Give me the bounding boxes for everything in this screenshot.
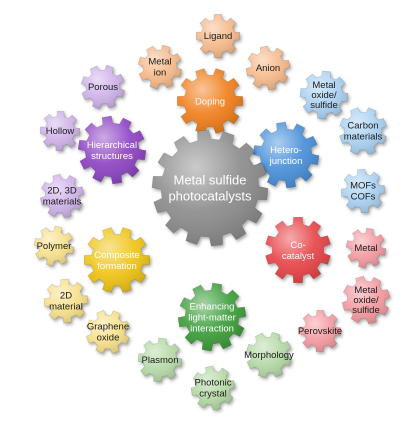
sub-gear-label: crystal (199, 389, 226, 400)
sub-gear-label: oxide (97, 333, 120, 344)
main-gear-hierarchical-label: Hierarchical (87, 140, 137, 151)
main-gear-enhancing-highlight (178, 283, 246, 351)
sub-gear-label: Polymer (37, 241, 72, 252)
sub-gear: Morphology (244, 331, 294, 379)
main-gear-doping: Doping (177, 68, 243, 134)
sub-gear-label: Anion (256, 63, 280, 74)
main-gears: DopingHetero-junctionCo-catalystEnhancin… (77, 68, 331, 352)
sub-gear: Metal (345, 227, 387, 269)
sub-gear-highlight (246, 46, 290, 90)
main-gear-heterojunction-label: Hetero- (270, 145, 302, 156)
main-gear-composite-highlight (84, 227, 150, 293)
center-gear-label: Metal sulfide (174, 173, 247, 188)
sub-gear-label: Morphology (244, 350, 294, 361)
sub-gear: Anion (245, 45, 291, 91)
sub-gear-label: ion (154, 68, 167, 79)
sub-gear-label: COFs (351, 192, 376, 203)
sub-gear: Polymer (33, 225, 75, 267)
sub-gear-highlight (40, 111, 80, 151)
main-gear-heterojunction-highlight (253, 122, 319, 188)
sub-gear-highlight (40, 174, 84, 218)
sub-gear-label: oxide/ (353, 295, 379, 306)
sub-gear-label: Plasmon (142, 355, 179, 366)
sub-gear: Ligand (196, 14, 240, 58)
main-gear-heterojunction-label: junction (269, 156, 303, 167)
sub-gear-label: Hollow (46, 126, 75, 137)
main-gear-enhancing-label: interaction (190, 323, 234, 334)
sub-gear-highlight (34, 226, 74, 266)
sub-gear-label: materials (43, 197, 82, 208)
center-gear-label: photocatalysts (168, 189, 252, 204)
sub-gear-highlight (138, 45, 182, 89)
sub-gear-label: materials (344, 132, 383, 143)
main-gear-hierarchical-highlight (78, 116, 146, 184)
sub-gear-highlight (44, 279, 88, 323)
sub-gear-label: oxide/ (311, 90, 337, 101)
sub-gear-highlight (299, 310, 341, 352)
main-gear-cocatalyst-highlight (265, 217, 331, 283)
sub-gear: Porous (80, 64, 126, 110)
sub-gear-highlight (300, 71, 348, 119)
sub-gear-label: Porous (88, 82, 118, 93)
sub-gear: Plasmon (137, 337, 183, 383)
main-gear-enhancing-label: Enhancing (190, 301, 235, 312)
main-gear-hierarchical-label: structures (91, 151, 133, 162)
sub-gear-highlight (86, 310, 130, 354)
sub-gear-label: Metal (312, 80, 335, 91)
main-gear-enhancing-label: light-matter (188, 312, 236, 323)
sub-gear-highlight (346, 228, 386, 268)
main-gear-cocatalyst: Co-catalyst (265, 217, 331, 283)
sub-gear: Hollow (39, 110, 81, 152)
sub-gear-highlight (138, 338, 182, 382)
sub-gear-highlight (339, 107, 387, 155)
main-gear-cocatalyst-label: catalyst (282, 251, 315, 262)
sub-gear-label: sulfide (310, 100, 337, 111)
main-gear-composite-label: Composite (94, 250, 139, 261)
sub-gear-highlight (342, 276, 390, 324)
sub-gear-highlight (191, 366, 235, 410)
sub-gear-label: Metal (354, 243, 377, 254)
sub-gear-label: Ligand (204, 31, 233, 42)
sub-gear-label: MOFs (350, 181, 376, 192)
sub-gear-label: Graphene (87, 322, 129, 333)
sub-gear-highlight (341, 169, 385, 213)
center-gear-highlight (152, 130, 268, 246)
main-gear-heterojunction: Hetero-junction (252, 121, 320, 189)
sub-gear-label: sulfide (352, 305, 379, 316)
sub-gear-label: 2D, 3D (47, 186, 77, 197)
sub-gear-label: Carbon (347, 121, 378, 132)
sub-gear-label: Metal (148, 57, 171, 68)
sub-gear: Perovskite (298, 309, 342, 353)
sub-gear-label: Perovskite (298, 326, 342, 337)
sub-gear-label: 2D (60, 291, 72, 302)
sub-gear-highlight (246, 332, 292, 378)
main-gear-doping-label: Doping (195, 96, 225, 107)
sub-gear-label: material (49, 302, 83, 313)
sub-gear-highlight (196, 14, 240, 58)
main-gear-composite-label: formation (97, 261, 137, 272)
sub-gear-label: Photonic (195, 378, 232, 389)
main-gear-cocatalyst-label: Co- (290, 240, 305, 251)
main-gear-doping-highlight (177, 68, 243, 134)
sub-gear-label: Metal (354, 285, 377, 296)
sub-gear-highlight (81, 65, 125, 109)
